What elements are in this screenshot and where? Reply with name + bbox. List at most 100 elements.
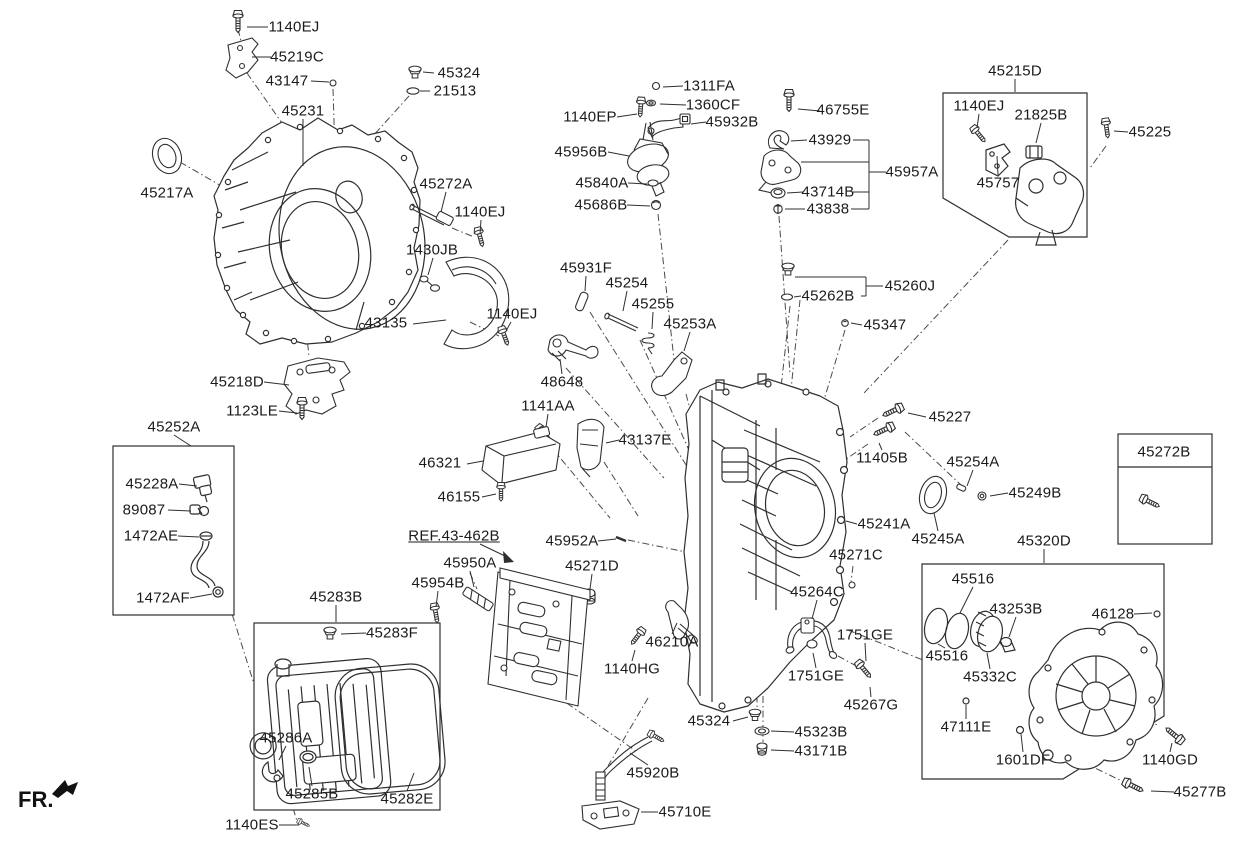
part-label-45516: 45516	[951, 570, 995, 588]
leader-lines	[167, 26, 1175, 826]
oil-level-sensor-drawing	[581, 728, 667, 830]
part-label-45952a: 45952A	[545, 532, 599, 550]
bolt-kit-box	[1117, 433, 1213, 545]
mount-bracket-group-box	[942, 92, 1113, 246]
part-label-45217a: 45217A	[140, 184, 194, 202]
part-label-45219c: 45219C	[270, 48, 324, 66]
part-label-46155: 46155	[437, 488, 481, 506]
part-label-21825b: 21825B	[1014, 106, 1068, 124]
part-label-1140hg: 1140HG	[604, 660, 660, 678]
part-label-1140es: 1140ES	[225, 816, 279, 834]
drain-plug-drawing	[748, 708, 770, 756]
part-label-45920b: 45920B	[626, 764, 680, 782]
part-label-45254a: 45254A	[946, 453, 1000, 471]
part-label-45218d: 45218D	[210, 373, 264, 391]
valve-body-drawing	[429, 543, 591, 707]
part-label-45956b: 45956B	[554, 143, 608, 161]
part-label-1472af: 1472AF	[136, 589, 190, 607]
part-label-45228a: 45228A	[125, 475, 179, 493]
part-label-45260j: 45260J	[884, 277, 936, 295]
part-label-1311fa: 1311FA	[683, 77, 735, 95]
part-label-45347: 45347	[863, 316, 907, 334]
part-label-45840a: 45840A	[575, 174, 629, 192]
detent-parts-drawing	[481, 291, 693, 502]
speed-sensor-group-box	[112, 445, 235, 616]
part-label-45283b: 45283B	[309, 588, 363, 606]
part-label-45710e: 45710E	[658, 803, 712, 821]
oil-pan-group-box	[249, 622, 446, 830]
parking-rod-drawing	[627, 600, 698, 648]
part-label-1360cf: 1360CF	[685, 96, 741, 114]
top-left-small-parts	[151, 9, 513, 421]
part-label-43171b: 43171B	[794, 742, 848, 760]
part-label-46321: 46321	[418, 454, 462, 472]
part-label-45332c: 45332C	[963, 668, 1017, 686]
part-label-45262b: 45262B	[801, 287, 855, 305]
part-label-1472ae: 1472AE	[123, 527, 179, 545]
case-cover-group-box	[921, 563, 1165, 780]
part-label-1140gd: 1140GD	[1142, 751, 1198, 769]
part-label-45272b: 45272B	[1137, 443, 1191, 461]
part-label-1140ep: 1140EP	[563, 108, 617, 126]
part-label-45957a: 45957A	[885, 163, 939, 181]
part-label-47111e: 47111E	[940, 718, 992, 736]
part-label-1601df: 1601DF	[995, 751, 1051, 769]
part-label-45231: 45231	[281, 102, 325, 120]
part-label-45267g: 45267G	[843, 696, 899, 714]
part-label-45249b: 45249B	[1008, 484, 1062, 502]
fr-indicator: FR.	[18, 787, 54, 812]
part-label-45252a: 45252A	[147, 418, 201, 436]
part-label-45954b: 45954B	[411, 574, 465, 592]
part-label-21513: 21513	[433, 82, 477, 100]
part-label-45271d: 45271D	[565, 557, 619, 575]
part-label-43838: 43838	[806, 200, 850, 218]
part-label-1140ej: 1140EJ	[953, 97, 1005, 115]
part-label-1751ge: 1751GE	[787, 667, 845, 685]
part-label-43253b: 43253B	[989, 600, 1043, 618]
part-label-45241a: 45241A	[857, 515, 911, 533]
part-label-45277b: 45277B	[1173, 783, 1227, 801]
part-label-43929: 43929	[808, 131, 852, 149]
bell-housing-drawing	[213, 117, 426, 345]
case-cover-drawing	[1028, 621, 1164, 770]
part-label-45932b: 45932B	[705, 113, 759, 131]
part-label-45324: 45324	[437, 64, 481, 82]
part-label-43147: 43147	[265, 72, 309, 90]
part-label-45282e: 45282E	[380, 790, 434, 808]
part-label-45285b: 45285B	[285, 785, 339, 803]
part-label-45264c: 45264C	[790, 583, 844, 601]
part-label-46210a: 46210A	[645, 633, 699, 651]
part-label-1140ej: 1140EJ	[268, 18, 320, 36]
part-label-11405b: 11405B	[856, 449, 908, 467]
part-label-45686b: 45686B	[574, 196, 628, 214]
part-label-45245a: 45245A	[911, 530, 965, 548]
front-direction-arrow-icon	[52, 780, 78, 798]
oil-cooler-tube-drawing	[785, 617, 875, 681]
case-plugs-and-bolts-drawing	[582, 262, 987, 605]
part-label-45227: 45227	[928, 408, 972, 426]
part-label-45324: 45324	[687, 712, 731, 730]
part-label-45272a: 45272A	[419, 175, 473, 193]
part-label-45950a: 45950A	[443, 554, 497, 572]
part-label-1140ej: 1140EJ	[486, 305, 538, 323]
part-label-45215d: 45215D	[988, 62, 1042, 80]
part-label-45320d: 45320D	[1017, 532, 1071, 550]
part-label-45283f: 45283F	[365, 624, 419, 642]
part-label-45286a: 45286A	[259, 729, 313, 747]
shift-cable-bracket-drawing	[757, 88, 870, 214]
part-label-48648: 48648	[540, 373, 584, 391]
part-label-1751ge: 1751GE	[836, 626, 894, 644]
transaxle-case-drawing	[683, 373, 849, 713]
part-label-1123le: 1123LE	[226, 402, 278, 420]
part-label-45757: 45757	[976, 174, 1020, 192]
part-label-1430jb: 1430JB	[405, 241, 459, 259]
part-label-46755e: 46755E	[816, 101, 870, 119]
part-label-43135: 43135	[364, 314, 408, 332]
part-label-43137e: 43137E	[618, 431, 672, 449]
part-label-46128: 46128	[1091, 605, 1135, 623]
part-label-45323b: 45323B	[794, 723, 848, 741]
part-label-45254: 45254	[605, 274, 649, 292]
part-label-45225: 45225	[1128, 123, 1172, 141]
